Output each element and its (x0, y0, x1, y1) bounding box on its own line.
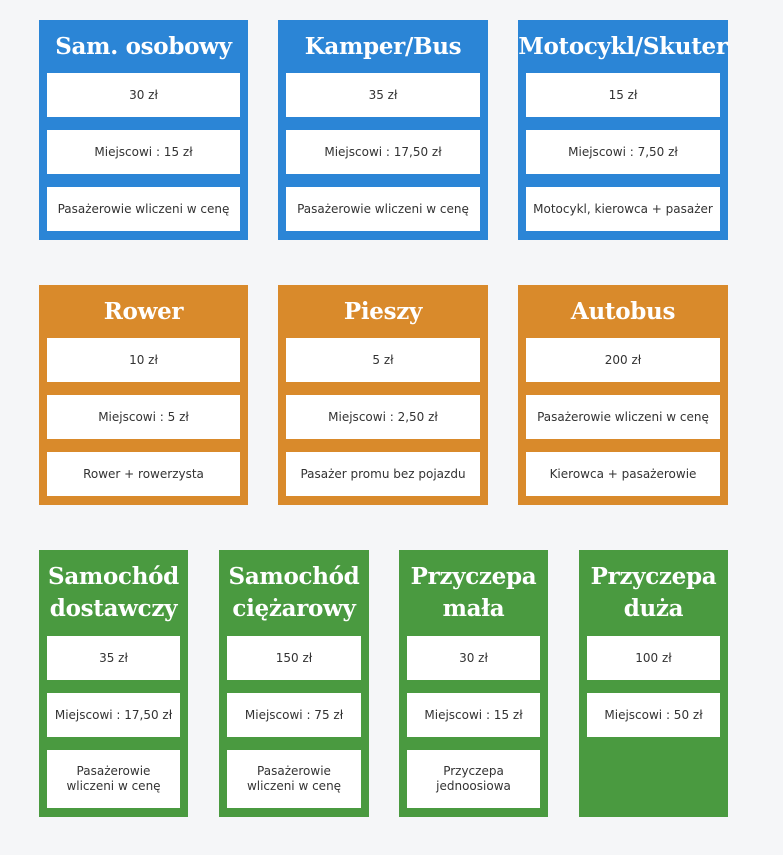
note-cell: Pasażerowie wliczeni w cenę (526, 395, 720, 439)
note-cell: Pasażerowie wliczeni w cenę (286, 187, 480, 231)
price-card-pieszy: Pieszy 5 zł Miejscowi : 2,50 zł Pasażer … (278, 285, 488, 505)
card-title: Przyczepa mała (410, 563, 537, 622)
card-title: Motocykl/Skuter (518, 32, 728, 60)
note-cell: Motocykl, kierowca + pasażer (526, 187, 720, 231)
price-card-kamper-bus: Kamper/Bus 35 zł Miejscowi : 17,50 zł Pa… (278, 20, 488, 240)
note-cell: Pasażerowie wliczeni w cenę (47, 187, 240, 231)
card-title: Sam. osobowy (55, 32, 232, 60)
local-price-cell: Miejscowi : 15 zł (47, 130, 240, 174)
price-cell: 30 zł (47, 73, 240, 117)
note-cell: Kierowca + pasażerowie (526, 452, 720, 496)
note-cell: Pasażerowie wliczeni w cenę (227, 750, 361, 808)
price-cell: 100 zł (587, 636, 720, 680)
local-price-cell: Miejscowi : 15 zł (407, 693, 540, 737)
price-card-rower: Rower 10 zł Miejscowi : 5 zł Rower + row… (39, 285, 248, 505)
price-card-samochod-dostawczy: Samochód dostawczy 35 zł Miejscowi : 17,… (39, 550, 188, 817)
price-cell: 35 zł (47, 636, 180, 680)
price-card-samochod-ciezarowy: Samochód ciężarowy 150 zł Miejscowi : 75… (219, 550, 369, 817)
note-cell: Pasażerowie wliczeni w cenę (47, 750, 180, 808)
price-cell: 200 zł (526, 338, 720, 382)
local-price-cell: Miejscowi : 17,50 zł (47, 693, 180, 737)
price-cell: 30 zł (407, 636, 540, 680)
local-price-cell: Miejscowi : 75 zł (227, 693, 361, 737)
note-cell: Pasażer promu bez pojazdu (286, 452, 480, 496)
price-cell: 10 zł (47, 338, 240, 382)
note-cell: Przyczepa jednoosiowa (407, 750, 540, 808)
price-cell: 35 zł (286, 73, 480, 117)
card-title: Samochód ciężarowy (228, 563, 360, 622)
price-cell: 5 zł (286, 338, 480, 382)
local-price-cell: Miejscowi : 7,50 zł (526, 130, 720, 174)
card-title: Przyczepa duża (590, 563, 717, 622)
price-card-przyczepa-duza: Przyczepa duża 100 zł Miejscowi : 50 zł (579, 550, 728, 817)
price-card-autobus: Autobus 200 zł Pasażerowie wliczeni w ce… (518, 285, 728, 505)
local-price-cell: Miejscowi : 50 zł (587, 693, 720, 737)
price-card-przyczepa-mala: Przyczepa mała 30 zł Miejscowi : 15 zł P… (399, 550, 548, 817)
card-title: Rower (103, 297, 184, 325)
card-title: Autobus (570, 297, 676, 325)
card-title: Kamper/Bus (304, 32, 462, 60)
local-price-cell: Miejscowi : 17,50 zł (286, 130, 480, 174)
local-price-cell: Miejscowi : 2,50 zł (286, 395, 480, 439)
card-title: Pieszy (343, 297, 423, 325)
price-card-sam-osobowy: Sam. osobowy 30 zł Miejscowi : 15 zł Pas… (39, 20, 248, 240)
note-cell: Rower + rowerzysta (47, 452, 240, 496)
price-card-motocykl-skuter: Motocykl/Skuter 15 zł Miejscowi : 7,50 z… (518, 20, 728, 240)
local-price-cell: Miejscowi : 5 zł (47, 395, 240, 439)
price-cell: 15 zł (526, 73, 720, 117)
card-title: Samochód dostawczy (48, 563, 179, 622)
price-cell: 150 zł (227, 636, 361, 680)
